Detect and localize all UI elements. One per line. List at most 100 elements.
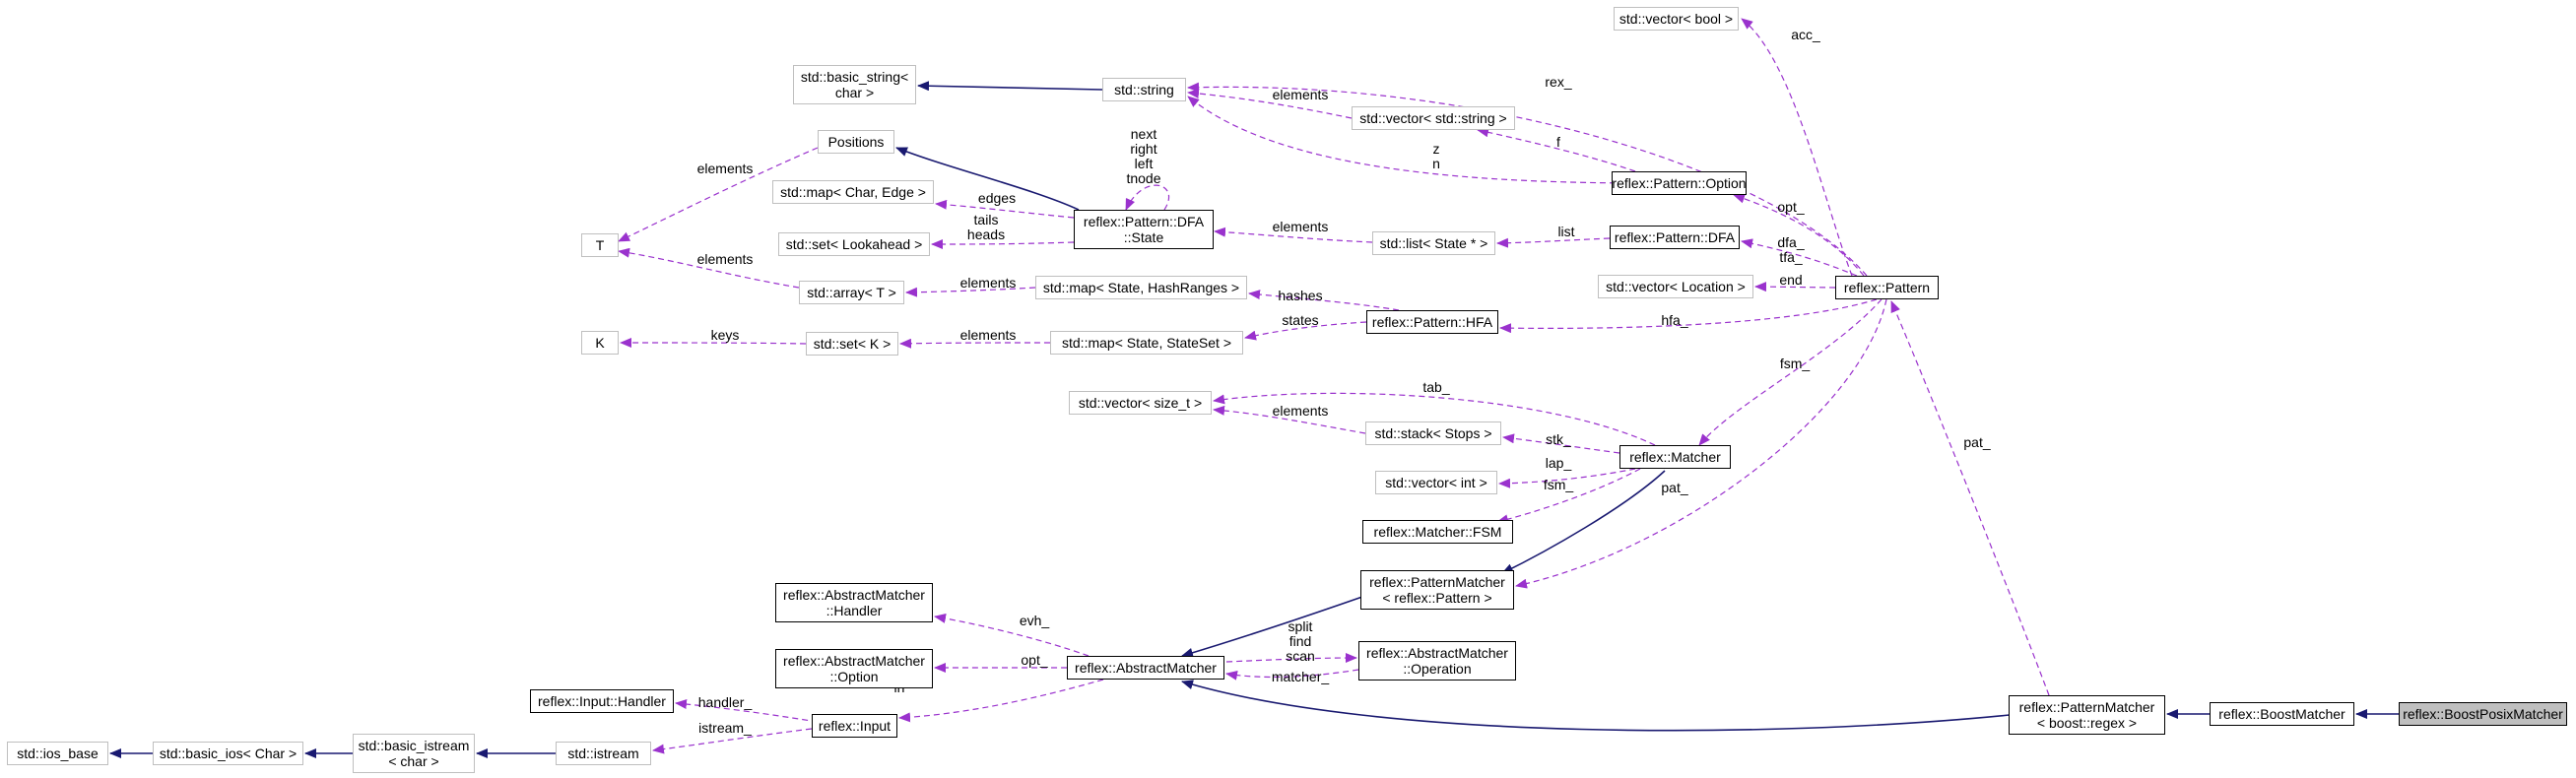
node-am-operation[interactable]: reflex::AbstractMatcher::Operation	[1358, 641, 1516, 681]
edge-vs-elements	[1187, 89, 1353, 119]
node-label: reflex::Pattern::Option	[1612, 175, 1747, 191]
edge-label-stack-elements: elements	[1273, 403, 1329, 419]
edge-label-vs-elements: elements	[1273, 87, 1329, 102]
edge-split-find-scan	[1225, 653, 1357, 664]
node-stack-stops[interactable]: std::stack< Stops >	[1365, 421, 1501, 445]
node-pattern-dfa[interactable]: reflex::Pattern::DFA	[1610, 226, 1740, 249]
node-am-option[interactable]: reflex::AbstractMatcher::Option	[775, 649, 933, 688]
node-map-stateset[interactable]: std::map< State, StateSet >	[1050, 331, 1243, 355]
node-std-string[interactable]: std::string	[1102, 78, 1186, 101]
node-set-K[interactable]: std::set< K >	[806, 332, 898, 356]
node-positions[interactable]: Positions	[818, 130, 894, 154]
edge-label-arr-map-elements: elements	[960, 275, 1017, 291]
node-label: reflex::AbstractMatcher	[1075, 660, 1217, 676]
node-label: std::basic_string<	[800, 69, 909, 85]
edge-stack-elements	[1213, 405, 1366, 434]
edge-pat-inner	[1515, 298, 1887, 589]
node-basic-ios[interactable]: std::basic_ios< Char >	[153, 742, 303, 765]
edge-stk	[1502, 433, 1620, 454]
edge-label-zn: z	[1433, 141, 1440, 157]
node-T[interactable]: T	[581, 233, 619, 257]
node-matcher[interactable]: reflex::Matcher	[1619, 445, 1731, 469]
node-label: std::vector< size_t >	[1078, 395, 1203, 411]
node-matcher-fsm[interactable]: reflex::Matcher::FSM	[1362, 520, 1513, 544]
edge-label-split-find-scan: split	[1288, 618, 1313, 634]
edge-label-end: end	[1779, 272, 1802, 288]
edge-self-loop	[1125, 184, 1170, 211]
edge-label-istream: istream_	[698, 720, 752, 736]
node-istream[interactable]: std::istream	[556, 742, 651, 765]
node-map-char-edge[interactable]: std::map< Char, Edge >	[772, 180, 934, 204]
node-K[interactable]: K	[581, 331, 619, 355]
edge-dfa-tfa	[1741, 238, 1858, 277]
edge-label-evh: evh_	[1020, 613, 1050, 628]
edge-fsm	[1496, 468, 1641, 525]
edge-array-elements	[618, 247, 800, 289]
edge-label-f: f	[1556, 134, 1560, 150]
node-ios-base[interactable]: std::ios_base	[7, 742, 108, 765]
node-pattern-hfa[interactable]: reflex::Pattern::HFA	[1366, 310, 1498, 334]
edge-keys	[620, 338, 807, 349]
node-input[interactable]: reflex::Input	[812, 714, 897, 738]
edge-zn	[1187, 96, 1636, 184]
node-label: < reflex::Pattern >	[1382, 590, 1492, 606]
node-list-state[interactable]: std::list< State * >	[1372, 231, 1495, 255]
node-label: std::vector< bool >	[1618, 11, 1734, 27]
node-label: ::Operation	[1403, 661, 1472, 677]
node-label: reflex::AbstractMatcher	[1366, 645, 1508, 661]
node-label: reflex::Pattern	[1843, 280, 1931, 295]
node-label: ::Option	[829, 669, 879, 684]
node-label: K	[595, 335, 605, 351]
edge-label-matcher: matcher_	[1272, 669, 1330, 684]
node-label: std::basic_istream	[358, 738, 470, 753]
node-abstract-matcher[interactable]: reflex::AbstractMatcher	[1067, 656, 1224, 680]
node-pm-pattern[interactable]: reflex::PatternMatcher< reflex::Pattern …	[1360, 570, 1514, 610]
node-label: reflex::PatternMatcher	[1369, 574, 1505, 590]
node-vector-string[interactable]: std::vector< std::string >	[1352, 106, 1515, 130]
edge-label-acc: acc_	[1791, 27, 1820, 42]
node-vector-size-t[interactable]: std::vector< size_t >	[1069, 391, 1212, 415]
edge-label-rex: rex_	[1545, 74, 1571, 90]
node-vector-bool[interactable]: std::vector< bool >	[1614, 7, 1739, 31]
node-label: reflex::Input::Handler	[538, 693, 666, 709]
node-vector-location[interactable]: std::vector< Location >	[1598, 275, 1753, 298]
edge-label-list: list	[1557, 224, 1574, 239]
edge-hfa	[1499, 298, 1878, 334]
edge-list-elements	[1214, 227, 1373, 243]
edge-label-setk-elements: elements	[960, 327, 1017, 343]
node-map-hashranges[interactable]: std::map< State, HashRanges >	[1035, 276, 1247, 299]
node-label: reflex::Matcher::FSM	[1373, 524, 1502, 540]
node-array-T[interactable]: std::array< T >	[799, 281, 904, 304]
node-basic-istream[interactable]: std::basic_istream< char >	[353, 734, 475, 773]
edge-positions-T	[618, 147, 819, 242]
edge-label-self-loop: next	[1131, 126, 1157, 142]
node-label: reflex::Input	[818, 718, 892, 734]
node-am-handler[interactable]: reflex::AbstractMatcher::Handler	[775, 583, 933, 622]
node-boost-posix-matcher[interactable]: reflex::BoostPosixMatcher	[2399, 702, 2567, 726]
node-pm-boost[interactable]: reflex::PatternMatcher< boost::regex >	[2009, 695, 2165, 735]
node-label: T	[595, 237, 605, 253]
edge-istream	[652, 728, 813, 754]
edge-tails-heads	[931, 238, 1075, 249]
node-dfa-state[interactable]: reflex::Pattern::DFA::State	[1074, 210, 1214, 249]
edge-label-opt-am: opt_	[1021, 652, 1047, 668]
node-vector-int[interactable]: std::vector< int >	[1375, 471, 1497, 494]
node-label: reflex::PatternMatcher	[2018, 699, 2155, 715]
node-set-lookahead[interactable]: std::set< Lookahead >	[778, 232, 930, 256]
edge-label-tab: tab_	[1422, 379, 1449, 395]
edge-list	[1496, 237, 1611, 248]
edge-label-handler: handler_	[698, 694, 753, 710]
edge-label-edges: edges	[978, 190, 1016, 206]
node-label: reflex::AbstractMatcher	[783, 587, 925, 603]
node-pattern-option[interactable]: reflex::Pattern::Option	[1612, 171, 1747, 195]
node-boost-matcher[interactable]: reflex::BoostMatcher	[2210, 702, 2354, 726]
node-pattern[interactable]: reflex::Pattern	[1835, 276, 1939, 299]
edge-label-lap: lap_	[1546, 455, 1572, 471]
node-input-handler[interactable]: reflex::Input::Handler	[530, 689, 674, 713]
edge-rex	[1187, 82, 1868, 277]
edge-label-stk: stk_	[1546, 431, 1571, 447]
node-basic-string[interactable]: std::basic_string<char >	[793, 65, 916, 104]
node-label: reflex::Matcher	[1629, 449, 1721, 465]
